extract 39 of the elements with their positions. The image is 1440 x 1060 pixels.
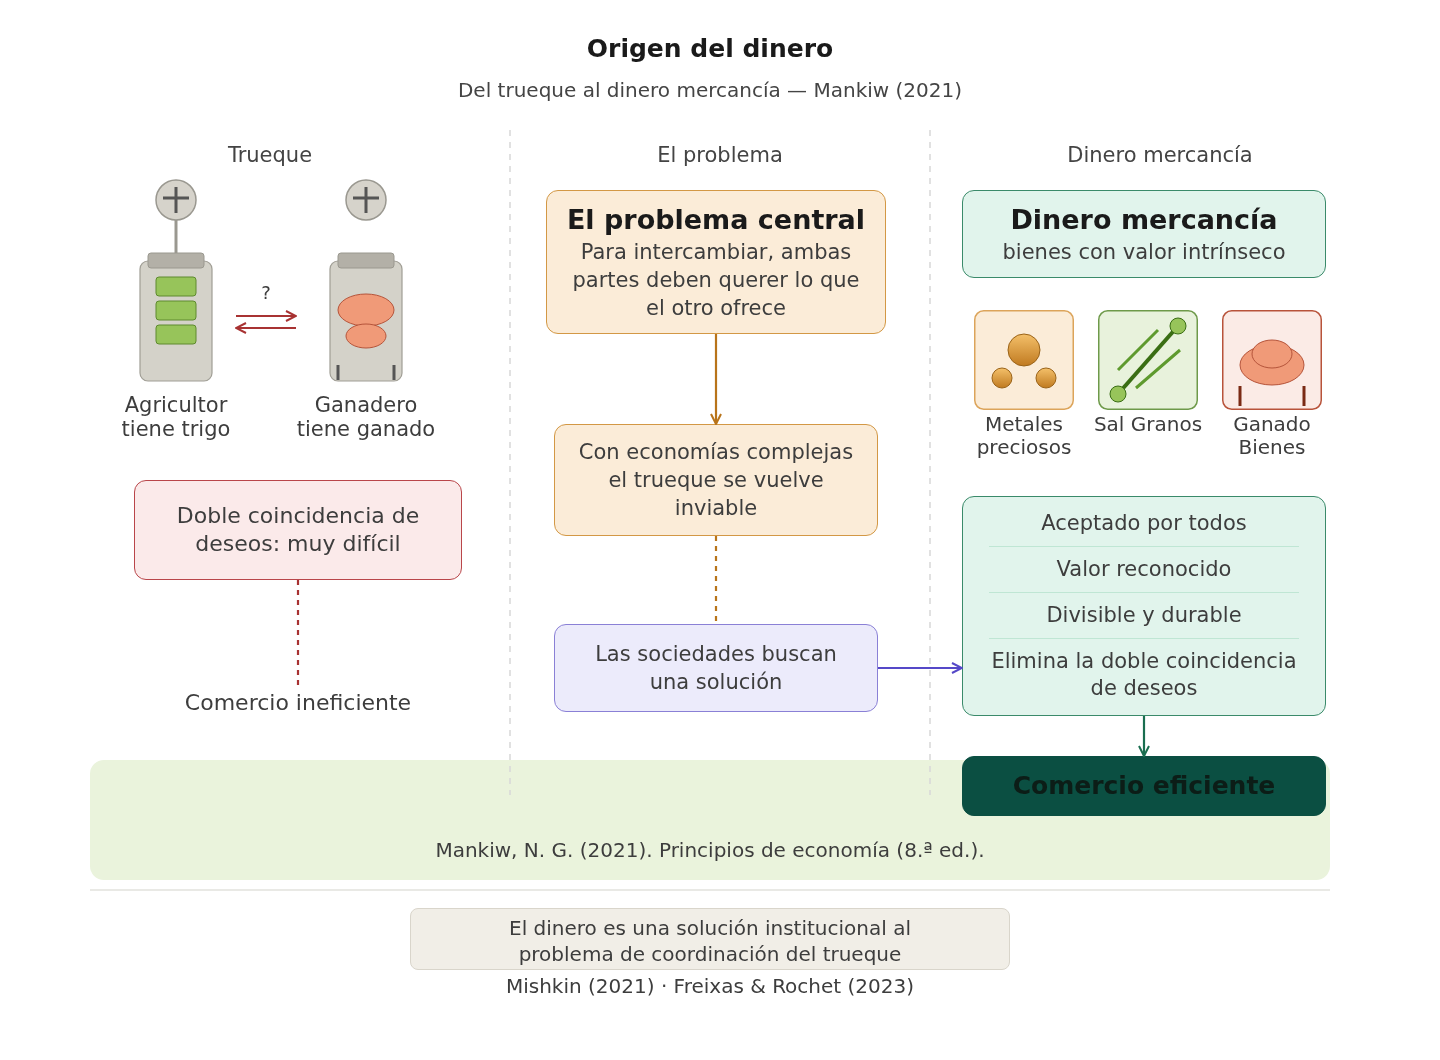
list-item: Divisible y durable [1045, 602, 1243, 630]
box-text: Doble coincidencia de deseos: muy difícil [175, 502, 421, 558]
arrow [878, 662, 963, 674]
result-box [962, 756, 1326, 816]
list-item: Aceptado por todos [1040, 509, 1248, 537]
column-heading: El problema [656, 143, 784, 167]
figure-caption: Ganadero tiene ganado [295, 393, 437, 441]
list-card [962, 496, 1326, 716]
figure-caption: Agricultor tiene trigo [120, 393, 232, 441]
list-item: Valor reconocido [1055, 555, 1233, 583]
box-text: Con economías complejas el trueque se vuelve inviable [577, 439, 855, 522]
process-box [554, 424, 878, 536]
reference-text: Mishkin (2021) · Freixas & Rochet (2023) [504, 974, 916, 998]
title: Origen del dinero [585, 34, 835, 63]
list-item: Elimina la doble coincidencia de deseos [990, 648, 1298, 703]
subtitle: Del trueque al dinero mercancía — Mankiw (2021) [456, 78, 963, 102]
process-box [962, 190, 1326, 278]
box-text: Para intercambiar, ambas partes deben querer lo que el otro ofrece [571, 239, 861, 322]
arrow [1138, 716, 1150, 757]
box-heading: Dinero mercancía [1010, 203, 1278, 237]
column-heading: Trueque [226, 143, 314, 167]
dashed-connector [714, 536, 718, 624]
process-box [546, 190, 886, 334]
column-heading: Dinero mercancía [1066, 143, 1254, 167]
process-box [134, 480, 462, 580]
tile-caption: Metales preciosos [975, 413, 1073, 459]
note-box: El dinero es una solución institucional al problema de coordinación del trueque [410, 908, 1010, 970]
tile-caption: Ganado Bienes [1232, 413, 1312, 459]
box-heading: El problema central [566, 203, 866, 237]
arrow [710, 334, 722, 425]
arrow [236, 310, 297, 322]
dashed-connector [296, 580, 300, 688]
box-text: Las sociedades buscan una solución [594, 641, 838, 696]
outcome-text: Comercio ineficiente [183, 689, 413, 717]
process-box [554, 624, 878, 712]
box-text: bienes con valor intrínseco [1002, 239, 1286, 266]
reference-text: Mankiw, N. G. (2021). Principios de economía (8.ª ed.). [434, 838, 986, 862]
arrow [235, 322, 296, 334]
tile-caption: Sal Granos [1092, 413, 1204, 436]
